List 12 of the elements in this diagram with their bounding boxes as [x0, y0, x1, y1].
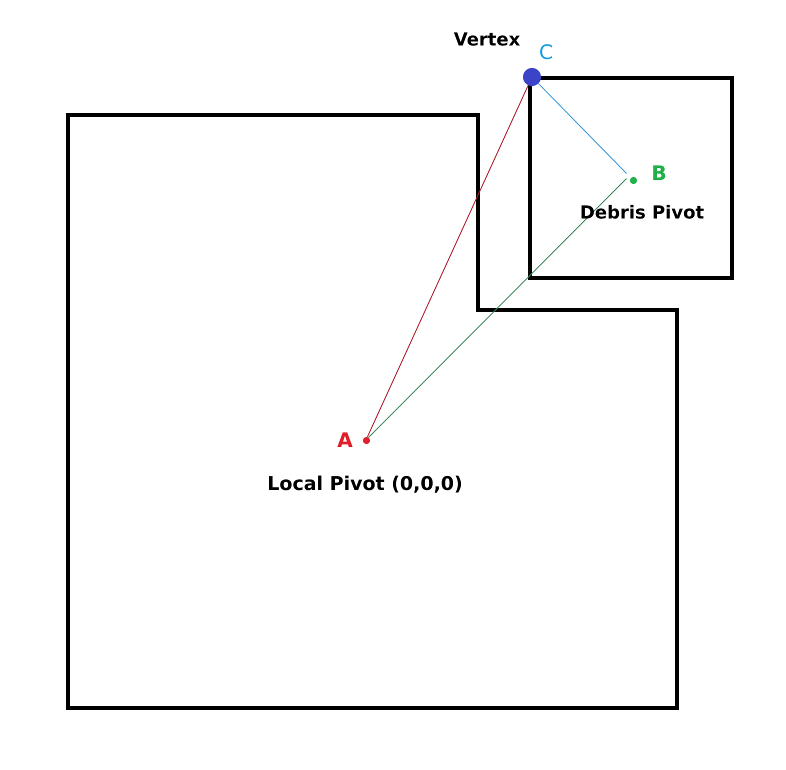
pivot-point — [362, 436, 370, 444]
point-label: B — [651, 161, 667, 185]
connector-line — [368, 178, 628, 438]
square-outline — [528, 76, 734, 280]
point-label: A — [337, 428, 353, 452]
point-label: C — [539, 40, 553, 64]
pivot-label: Local Pivot (0,0,0) — [267, 473, 463, 495]
vertex-label: Vertex — [454, 30, 520, 50]
connector-line — [366, 84, 529, 438]
pivot-point — [630, 176, 636, 184]
vertex-point — [523, 68, 541, 86]
connector-line — [538, 82, 628, 174]
